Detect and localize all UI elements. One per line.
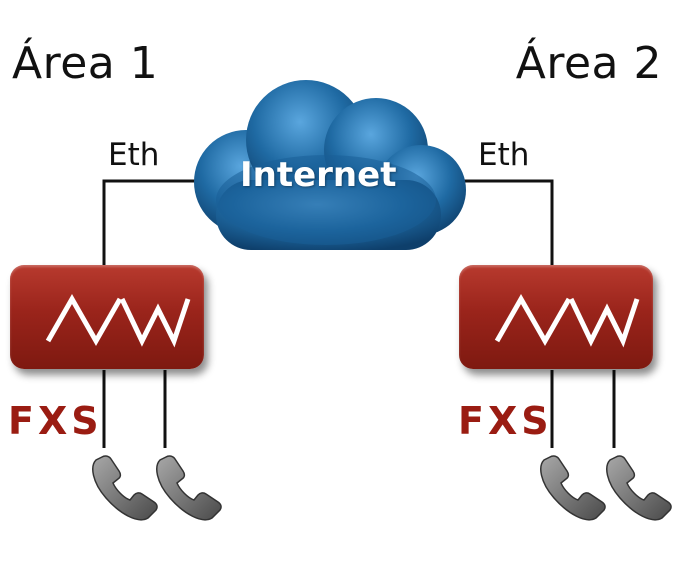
eth-wire-left — [102, 179, 198, 268]
eth-label-right: Eth — [478, 137, 530, 173]
fxs-label-left: FXS — [8, 399, 103, 443]
phone-handset-icon — [92, 455, 158, 521]
internet-label: Internet — [240, 155, 397, 195]
mw-device-area-2 — [459, 265, 653, 369]
phone-handset-icon — [606, 455, 672, 521]
mw-logo-icon — [494, 293, 640, 348]
mw-logo-icon — [45, 293, 191, 348]
internet-cloud-icon — [194, 80, 466, 250]
area-1-label: Área 1 — [12, 38, 159, 89]
eth-wire-right — [460, 179, 554, 268]
phone-handset-icon — [156, 455, 222, 521]
fxs-label-right: FXS — [458, 399, 553, 443]
phone-handset-icon — [540, 455, 606, 521]
area-2-label: Área 2 — [515, 38, 662, 89]
eth-label-left: Eth — [108, 137, 160, 173]
mw-device-area-1 — [10, 265, 204, 369]
